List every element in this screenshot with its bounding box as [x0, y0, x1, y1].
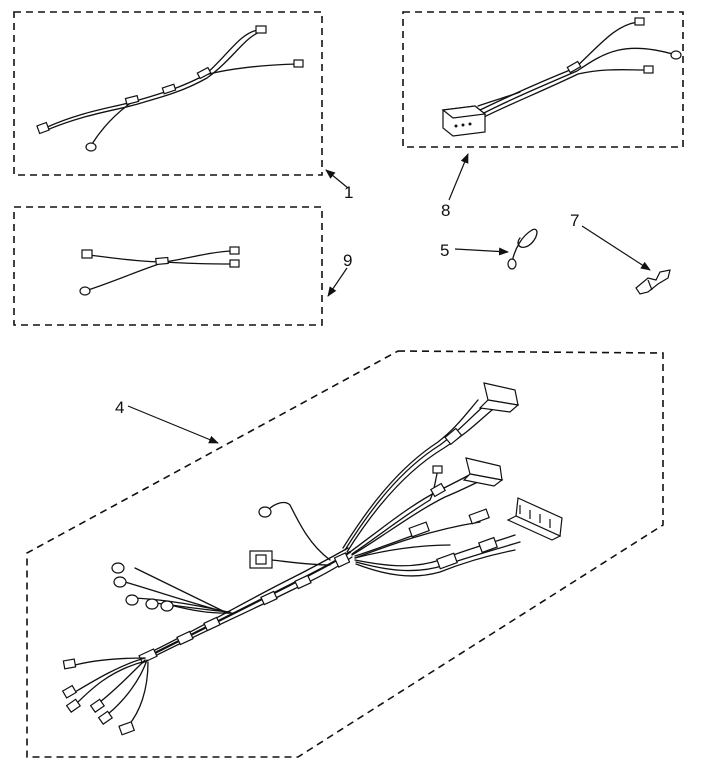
callout-1: 1 — [344, 183, 353, 202]
part-4-main-harness-group: 4 — [26, 350, 664, 758]
callout-4: 4 — [115, 398, 124, 417]
part-1-dashed-box — [13, 11, 323, 176]
part-5-wire-tie-group: 5 — [440, 228, 538, 270]
part-5-wire-tie — [507, 228, 538, 270]
callout-9: 9 — [343, 251, 352, 270]
part-4-dashed-outline — [26, 350, 664, 758]
part-8-connector-harness — [441, 17, 682, 137]
part-8-dashed-box — [402, 11, 684, 148]
part-4-main-wire-harness — [61, 382, 563, 736]
part-1-wire-harness — [36, 25, 304, 152]
part-7-clip-group: 7 — [570, 211, 671, 295]
part-9-jumper-group: 9 — [13, 206, 352, 326]
part-7-clip — [635, 269, 671, 295]
part-9-jumper-wire — [79, 246, 240, 296]
callout-7: 7 — [570, 211, 579, 230]
part-9-dashed-box — [13, 206, 323, 326]
callout-8: 8 — [441, 201, 450, 220]
callout-5: 5 — [440, 241, 449, 260]
part-1-wire-harness-group: 1 — [13, 11, 353, 202]
part-8-connector-group: 8 — [402, 11, 684, 220]
